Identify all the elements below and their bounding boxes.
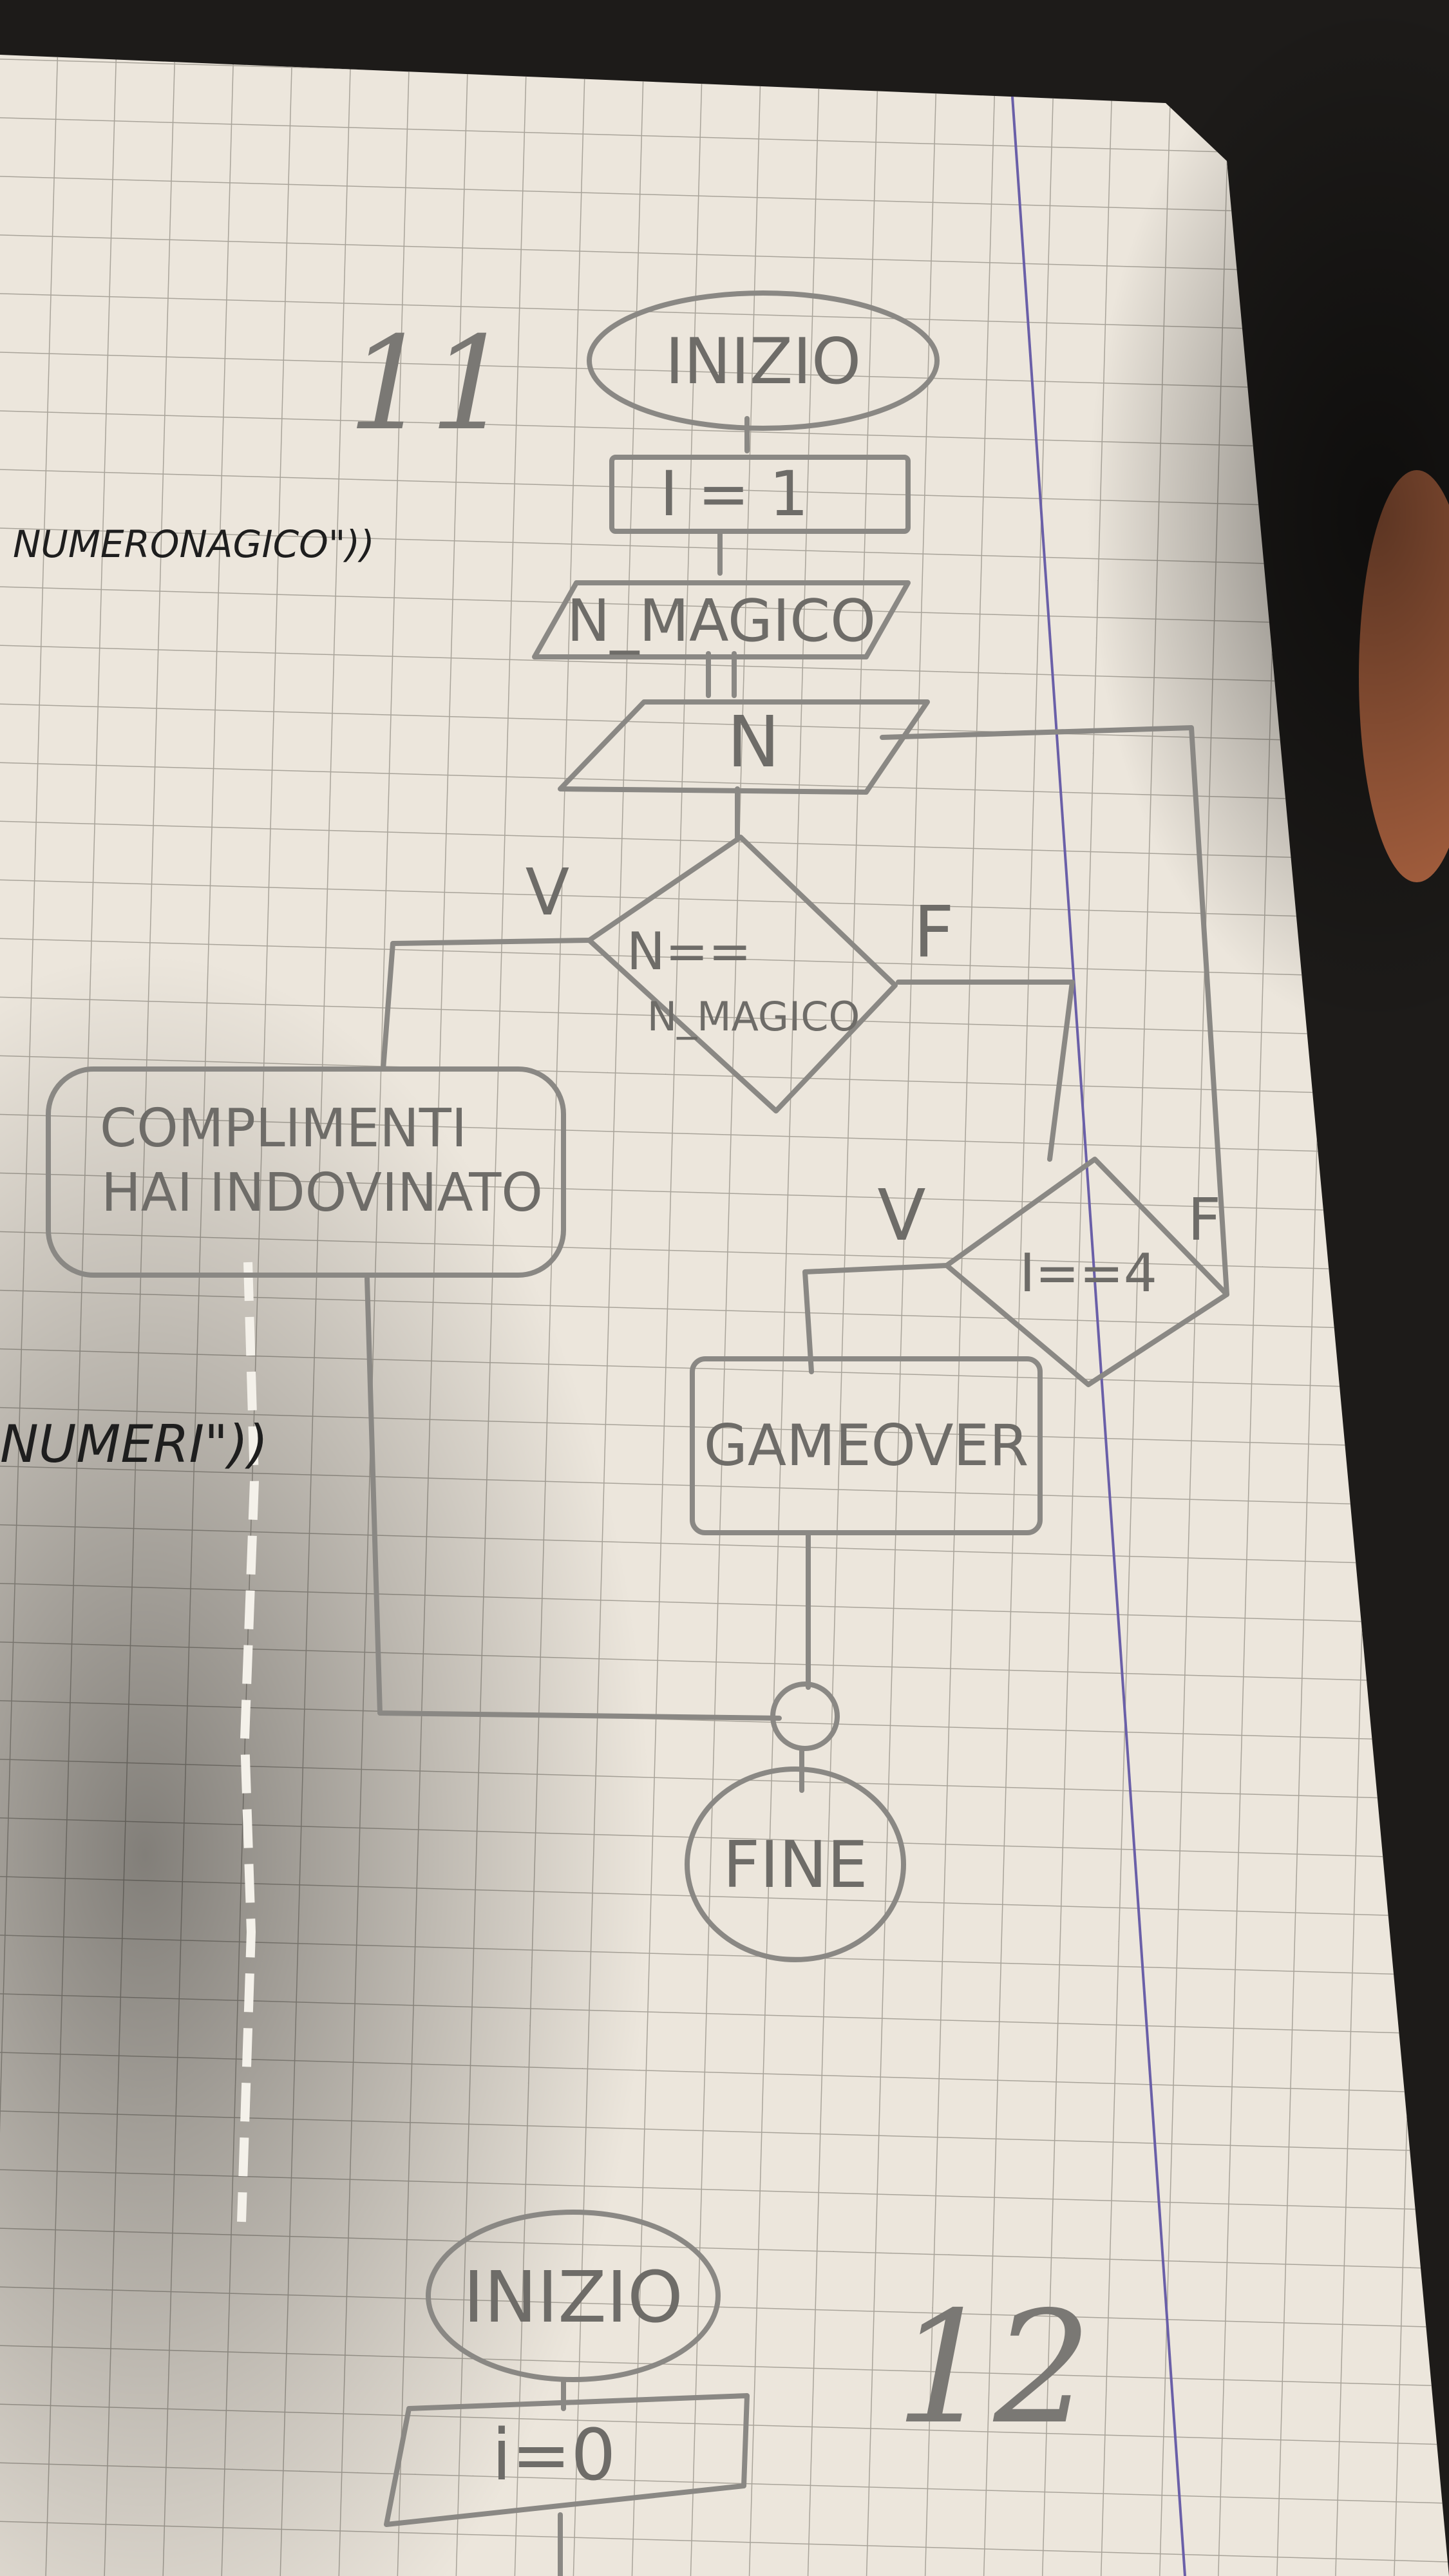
decision-guess: N== N_MAGICO V F (526, 835, 954, 1113)
start-label-2: INIZIO (463, 2256, 683, 2338)
input-guess: N (558, 699, 930, 795)
output-win-line2: HAI INDOVINATO (101, 1162, 543, 1224)
decision-count-true-label: V (877, 1174, 925, 1256)
flow-connectors (365, 416, 1229, 1793)
flowchart-bottom: INIZIO i=0 (384, 2210, 750, 2576)
decision-guess-true-label: V (526, 855, 569, 930)
flowchart-top: INIZIO I = 1 N_MAGICO N N== N_MAGICO V F (46, 290, 1229, 1962)
end-terminal: FINE (685, 1766, 906, 1962)
perforation (237, 1262, 260, 2222)
decision-guess-false-label: F (913, 891, 954, 973)
init-label: I = 1 (660, 458, 809, 530)
start-label: INIZIO (665, 325, 861, 399)
merge-connector (770, 1681, 840, 1751)
output-win-line1: COMPLIMENTI (100, 1098, 467, 1159)
init-process-2: i=0 (384, 2393, 750, 2527)
start-terminal-2: INIZIO (426, 2210, 721, 2382)
init-process: I = 1 (609, 455, 911, 534)
decision-count-false-label: F (1188, 1186, 1221, 1254)
init-label-2: i=0 (492, 2414, 616, 2496)
decision-count-label: I==4 (1019, 1243, 1157, 1304)
input-magic-label: N_MAGICO (567, 587, 876, 655)
decision-guess-line2: N_MAGICO (647, 993, 860, 1040)
decision-guess-line1: N== (627, 922, 752, 981)
left-note-2: NUMERI")) (0, 1414, 268, 1474)
page-number-bottom: 12 (895, 2278, 1092, 2458)
end-label: FINE (723, 1827, 868, 1902)
start-terminal: INIZIO (587, 290, 940, 431)
input-magic-number: N_MAGICO (532, 580, 911, 659)
output-lose: GAMEOVER (690, 1356, 1043, 1535)
output-lose-label: GAMEOVER (704, 1412, 1029, 1479)
left-note-1: NUMERONAGICO")) (13, 522, 375, 566)
page-number-top: 11 (348, 309, 512, 459)
output-win: COMPLIMENTI HAI INDOVINATO (46, 1066, 566, 1278)
input-guess-label: N (727, 701, 780, 783)
decision-count: I==4 V F (877, 1157, 1229, 1387)
